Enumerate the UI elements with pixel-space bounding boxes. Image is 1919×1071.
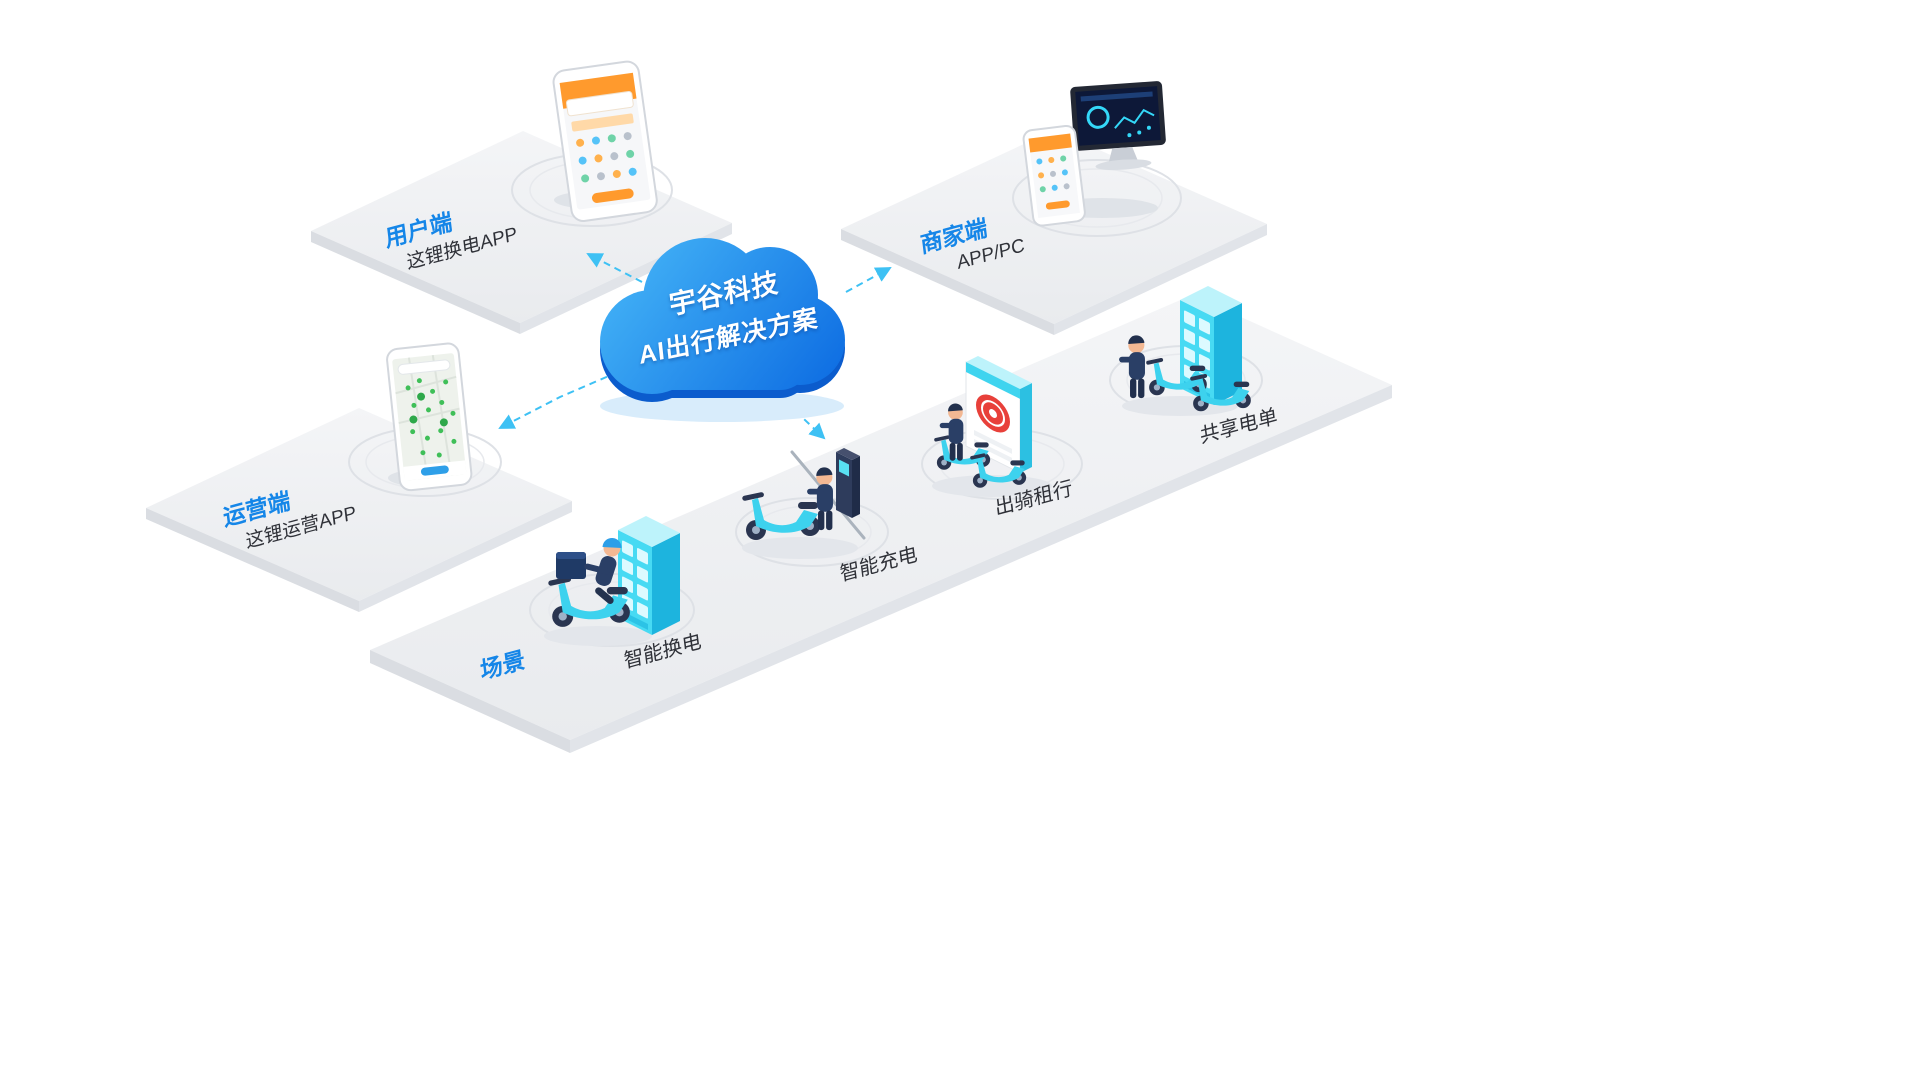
merchant-phone — [1022, 124, 1086, 227]
operator-map-phone-icon — [386, 342, 473, 492]
user-app-phone-icon — [552, 60, 658, 222]
merchant-monitor — [1070, 81, 1166, 171]
delivery-rider-icon — [584, 537, 622, 604]
arrow-to-merchant — [845, 267, 892, 293]
shared-ebike-cabinet-icon — [1119, 286, 1251, 416]
merchant-monitor-and-phone-icon — [1022, 81, 1166, 227]
platform-merchant — [841, 130, 1267, 335]
arrow-to-user — [586, 253, 643, 283]
platform-operator — [146, 408, 572, 612]
rental-kiosk-icon — [932, 356, 1052, 497]
cloud-icon — [600, 238, 845, 422]
battery-swap-cabinet-with-rider-icon — [544, 516, 680, 646]
arrow-to-operator — [498, 371, 619, 429]
charging-post-icon — [836, 448, 860, 518]
scooter-charging-icon — [741, 448, 866, 559]
